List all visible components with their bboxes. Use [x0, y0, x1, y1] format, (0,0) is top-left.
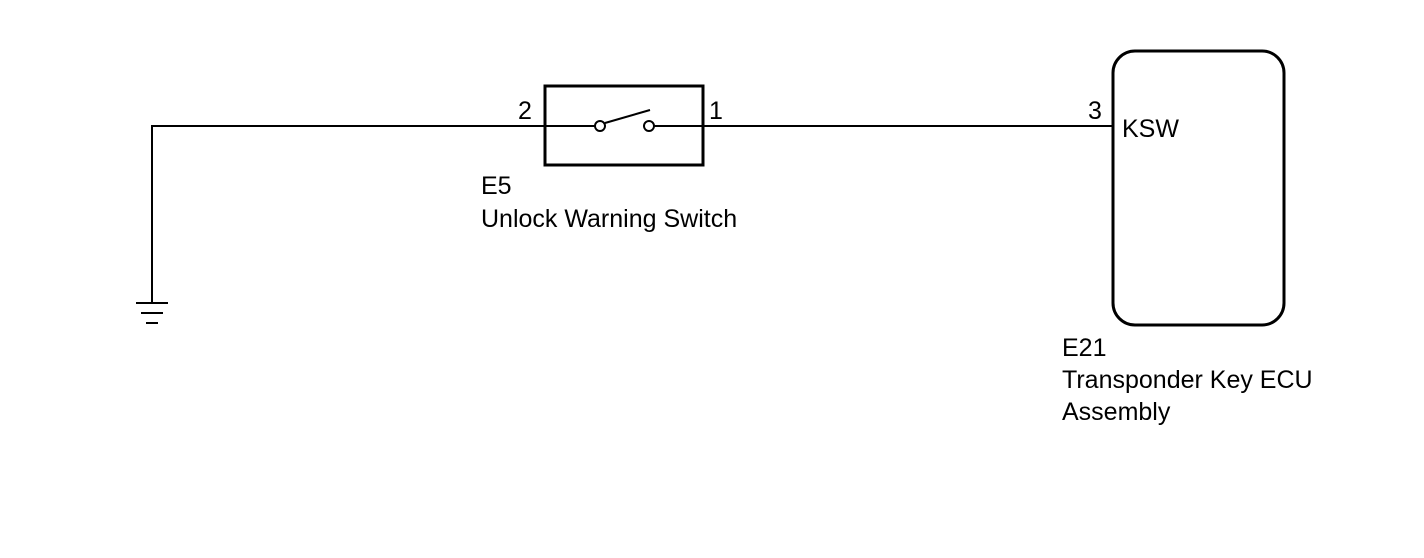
switch-connector-id: E5 [481, 172, 512, 200]
switch-open-icon [545, 109, 703, 132]
ecu-pin-label: 3 [1088, 97, 1102, 125]
ecu-terminal-label: KSW [1122, 115, 1179, 143]
ground-wire [151, 125, 545, 303]
switch-pin-right-label: 1 [709, 97, 723, 125]
switch-name: Unlock Warning Switch [481, 205, 737, 233]
switch-pin-left-label: 2 [518, 97, 532, 125]
ecu-name-line1: Transponder Key ECU [1062, 366, 1313, 394]
ecu-connector-id: E21 [1062, 334, 1106, 362]
ecu-box [1111, 49, 1286, 327]
ground-symbol-icon [136, 302, 168, 324]
ecu-name-line2: Assembly [1062, 398, 1171, 426]
unlock-warning-switch [543, 84, 705, 167]
